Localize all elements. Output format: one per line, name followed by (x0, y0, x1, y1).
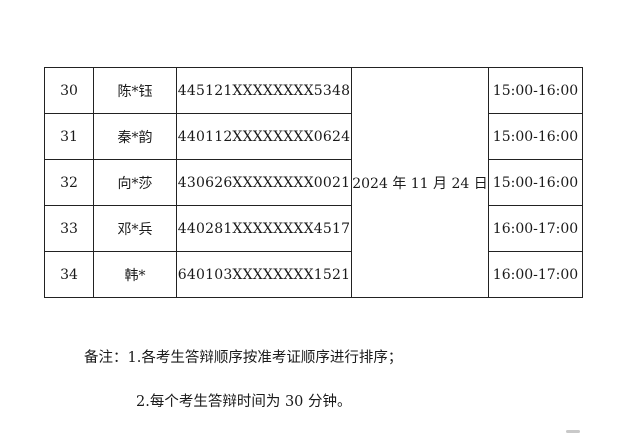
note-line-1: 备注：1.各考生答辩顺序按准考证顺序进行排序； (84, 350, 403, 366)
table-row: 31 秦*韵 440112XXXXXXXX0624 15:00-16:00 (44, 113, 583, 160)
defense-time: 15:00-16:00 (488, 113, 583, 160)
note-line-2: 2.每个考生答辩时间为 30 分钟。 (136, 394, 352, 410)
candidate-name: 陈*钰 (93, 67, 177, 114)
row-number: 31 (44, 113, 94, 160)
defense-time: 16:00-17:00 (488, 251, 583, 298)
candidate-id: 440112XXXXXXXX0624 (176, 113, 352, 160)
scan-mark (566, 430, 580, 433)
candidate-id: 440281XXXXXXXX4517 (176, 205, 352, 252)
row-number: 32 (44, 159, 94, 206)
candidate-id: 445121XXXXXXXX5348 (176, 67, 352, 114)
table-row: 32 向*莎 430626XXXXXXXX0021 15:00-16:00 (44, 159, 583, 206)
candidate-name: 邓*兵 (93, 205, 177, 252)
candidate-name: 向*莎 (93, 159, 177, 206)
defense-time: 16:00-17:00 (488, 205, 583, 252)
candidate-id: 640103XXXXXXXX1521 (176, 251, 352, 298)
schedule-table: 30 陈*钰 445121XXXXXXXX5348 2024 年 11 月 24… (44, 67, 583, 298)
table-row: 33 邓*兵 440281XXXXXXXX4517 16:00-17:00 (44, 205, 583, 252)
row-number: 33 (44, 205, 94, 252)
defense-time: 15:00-16:00 (488, 67, 583, 114)
row-number: 30 (44, 67, 94, 114)
table-row: 34 韩* 640103XXXXXXXX1521 16:00-17:00 (44, 251, 583, 298)
candidate-name: 秦*韵 (93, 113, 177, 160)
defense-date: 2024 年 11 月 24 日 (351, 67, 489, 298)
candidate-id: 430626XXXXXXXX0021 (176, 159, 352, 206)
candidate-name: 韩* (93, 251, 177, 298)
table-row: 30 陈*钰 445121XXXXXXXX5348 2024 年 11 月 24… (44, 67, 583, 298)
row-number: 34 (44, 251, 94, 298)
defense-time: 15:00-16:00 (488, 159, 583, 206)
